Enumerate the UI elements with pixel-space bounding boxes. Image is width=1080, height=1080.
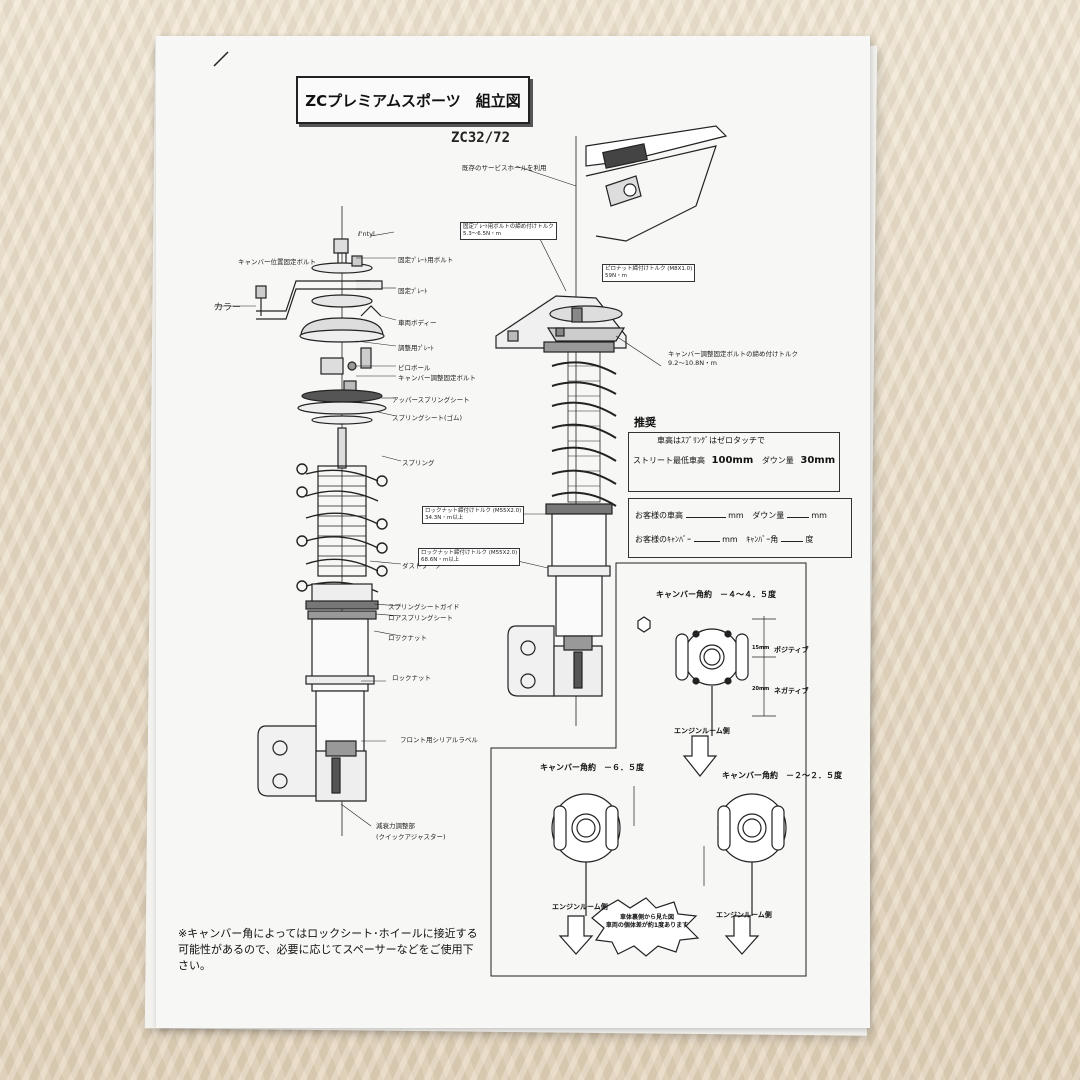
down-label: ダウン量	[761, 456, 794, 465]
customer-height-unit: mm	[728, 511, 744, 520]
technical-drawing	[213, 51, 807, 977]
label-damping-adjuster: 減衰力調整部	[376, 822, 415, 830]
lock-torque-1-value: 34.3N・m以上	[425, 515, 464, 522]
engine-room-label-3: エンジンルーム側	[716, 911, 772, 919]
label-quick-adjuster: (クイックアジャスター)	[376, 833, 446, 841]
customer-camber-unit: mm	[722, 535, 738, 544]
label-camber-torque-value: 9.2～10.8N・m	[668, 359, 718, 367]
label-fix-plate-bolt: 固定ﾌﾟﾚｰﾄ用ボルト	[398, 256, 454, 264]
customer-down-unit: mm	[811, 511, 827, 520]
street-min-row: ストリート最低車高 100mm ダウン量 30mm	[633, 455, 835, 466]
camber-right-title: キャンバー角約 －２～２．５度	[722, 771, 842, 780]
camber-angle-label: ｷｬﾝﾊﾞｰ角	[746, 535, 779, 544]
label-service-hole: 既存のサービスホールを利用	[462, 164, 547, 172]
lock-torque-2-value: 68.6N・m以上	[421, 557, 460, 564]
customer-camber-row: お客様のｷｬﾝﾊﾞｰ mm ｷｬﾝﾊﾞｰ角 度	[635, 533, 813, 545]
engine-room-label-2: エンジンルーム側	[552, 903, 608, 911]
street-min-value: 100mm	[711, 455, 754, 466]
label-pillow: ピロボール	[398, 364, 431, 372]
customer-height-row: お客様の車高 mm ダウン量 mm	[635, 509, 827, 521]
pillow-torque-text: ピロナット締付けトルク (M8X1.0)	[605, 266, 693, 272]
recommend-line1: 車高はｽﾌﾟﾘﾝｸﾞはゼロタッチで	[657, 436, 765, 445]
fix-plate-torque-box: 固定ﾌﾟﾚｰﾄ用ボルトの締め付けトルク 5.3～6.5N・m	[460, 222, 557, 241]
down-value: 30mm	[800, 455, 836, 466]
lock-torque-2-text: ロックナット締付けトルク (M55X2.0)	[421, 550, 518, 556]
customer-height-blank[interactable]	[685, 509, 726, 518]
customer-down-label: ダウン量	[752, 511, 785, 520]
fix-plate-torque-value: 5.3～6.5N・m	[463, 231, 501, 238]
callout-starburst-text: 車体裏側から見た図 車両の個体差が約1度あります	[605, 914, 689, 930]
engine-room-label-1: エンジンルーム側	[674, 727, 730, 735]
customer-height-label: お客様の車高	[635, 511, 683, 520]
label-adjuster-plate: 調整用ﾌﾟﾚｰﾄ	[398, 344, 434, 352]
customer-down-blank[interactable]	[786, 509, 809, 518]
customer-entry-box: お客様の車高 mm ダウン量 mm お客様のｷｬﾝﾊﾞｰ mm ｷｬﾝﾊﾞｰ角 …	[628, 498, 852, 558]
fix-plate-torque-text: 固定ﾌﾟﾚｰﾄ用ボルトの締め付けトルク	[463, 224, 554, 230]
label-camber-adjust-bolt: キャンバー調整固定ボルト	[398, 374, 476, 382]
label-lock-nut-1: ロックナット	[388, 634, 427, 642]
label-collar: カラー	[214, 303, 242, 313]
label-t: ℓ'ntyl	[358, 230, 375, 238]
label-fix-plate: 固定ﾌﾟﾚｰﾄ	[398, 287, 428, 295]
camber-angle-unit: 度	[805, 535, 814, 544]
lock-torque-box-1: ロックナット締付けトルク (M55X2.0) 34.3N・m以上	[422, 506, 525, 525]
label-lock-nut-2: ロックナット	[392, 674, 431, 682]
document-title: ZCプレミアムスポーツ 組立図	[296, 76, 530, 124]
label-camber-torque: キャンバー調整固定ボルトの締め付けトルク	[668, 350, 798, 358]
label-spring: スプリング	[402, 459, 435, 467]
label-body: 車両ボディー	[398, 319, 437, 327]
recommend-heading: 推奨	[634, 416, 656, 429]
pillow-torque-box: ピロナット締付けトルク (M8X1.0) 59N・m	[602, 264, 696, 283]
label-spring-seat-rubber: スプリングシート(ゴム)	[392, 414, 463, 422]
recommend-box: 車高はｽﾌﾟﾘﾝｸﾞはゼロタッチで ストリート最低車高 100mm ダウン量 3…	[628, 432, 840, 492]
camber-angle-blank[interactable]	[780, 533, 803, 542]
dim-20-label: 20mm	[752, 686, 770, 692]
label-lower-spring-seat: ロアスプリングシート	[388, 614, 453, 622]
lock-torque-box-2: ロックナット締付けトルク (M55X2.0) 68.6N・m以上	[418, 548, 521, 567]
negative-label: ネガティブ	[774, 687, 809, 695]
street-min-label: ストリート最低車高	[633, 456, 705, 465]
dim-15-label: 15mm	[752, 645, 770, 651]
customer-camber-blank[interactable]	[693, 533, 720, 542]
label-spring-seat-guide: スプリングシートガイド	[388, 603, 460, 611]
label-upper-spring-seat: アッパースプリングシート	[392, 396, 470, 404]
caution-note: ※キャンバー角によってはロックシート･ホイールに接近する可能性があるので、必要に…	[178, 927, 478, 972]
label-serial-label: フロント用シリアルラベル	[400, 736, 478, 744]
assembly-diagram-sheet: ZCプレミアムスポーツ 組立図 ZC32/72	[156, 36, 870, 1028]
positive-label: ポジティブ	[774, 646, 809, 654]
label-camber-bolt: キャンバー位置固定ボルト	[238, 258, 316, 266]
camber-left-title: キャンバー角約 －６．５度	[540, 763, 644, 772]
pillow-torque-value: 59N・m	[605, 273, 627, 280]
camber-top-title: キャンバー角約 －４～４．５度	[656, 590, 776, 599]
model-number: ZC32/72	[451, 130, 511, 146]
customer-camber-label: お客様のｷｬﾝﾊﾞｰ	[635, 535, 691, 544]
lock-torque-1-text: ロックナット締付けトルク (M55X2.0)	[425, 508, 522, 514]
